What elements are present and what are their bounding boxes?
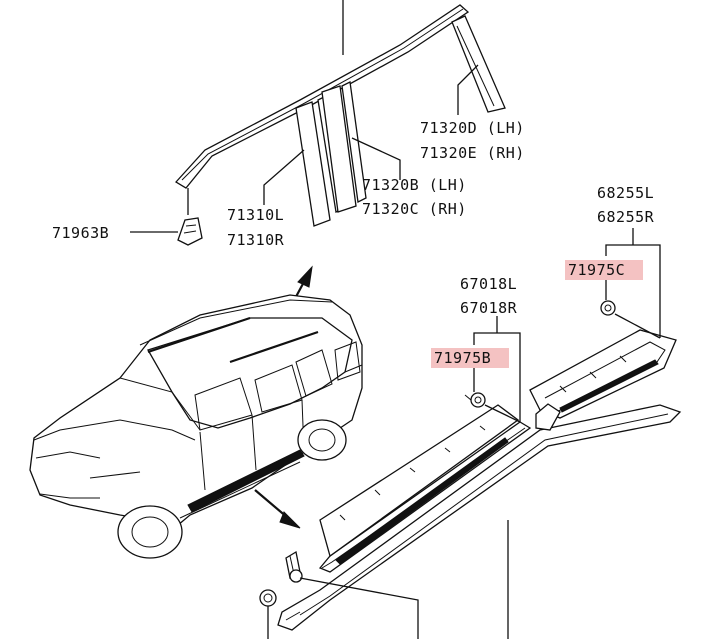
label-71320d: 71320D (LH) (420, 119, 525, 137)
arrow-down-shaft (254, 489, 289, 519)
label-67018l: 67018L (460, 275, 517, 293)
label-71975c: 71975C (568, 261, 625, 279)
arrow-up-head (297, 265, 313, 288)
label-68255r: 68255R (597, 208, 655, 226)
label-71310r: 71310R (227, 231, 285, 249)
side-garnish-67018l (318, 404, 532, 573)
side-garnish-68255l (529, 329, 677, 419)
highlight-71975c (565, 260, 643, 280)
label-67018r: 67018R (460, 299, 518, 317)
leader-71320b (351, 137, 401, 180)
leader-71320d (457, 64, 479, 115)
highlight-71975b (431, 348, 509, 368)
clip-71975b (464, 392, 486, 408)
sill-panel (277, 403, 682, 631)
clip-bottom-left (285, 550, 303, 583)
label-68255l: 68255L (597, 184, 654, 202)
label-71975b: 71975B (434, 349, 491, 367)
clip-bottom-left-2 (259, 589, 277, 607)
label-71310l: 71310L (227, 206, 284, 224)
pillar-71320d (451, 15, 506, 113)
vehicle-illustration (29, 294, 363, 559)
leader-71975b-line (484, 404, 521, 423)
label-71320c: 71320C (RH) (362, 200, 467, 218)
clip-71975c (600, 300, 616, 316)
leader-71310l (263, 149, 305, 205)
leader-71975c-line (614, 313, 661, 339)
label-71320e: 71320E (RH) (420, 144, 525, 162)
clip-71963b (177, 217, 203, 246)
arrow-down-head (279, 511, 301, 529)
pillar-71320b (321, 81, 367, 213)
label-71963b: 71963B (52, 224, 109, 242)
label-71320b: 71320B (LH) (362, 176, 467, 194)
leader-bottom-clip (299, 577, 419, 639)
